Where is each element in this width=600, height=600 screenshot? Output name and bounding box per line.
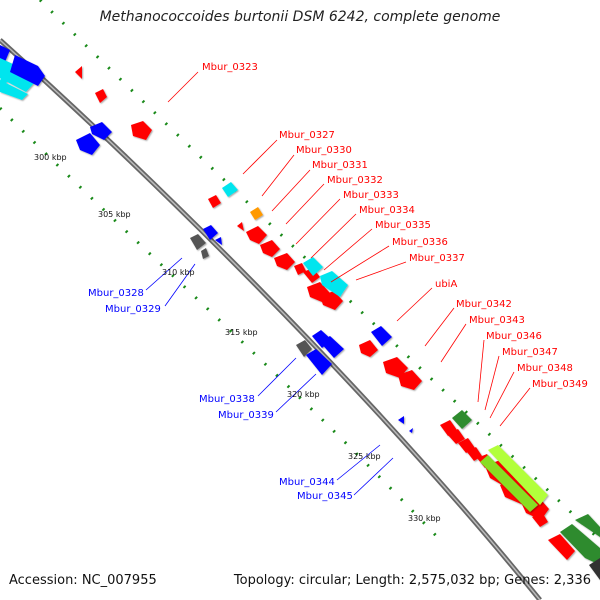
tick-labels: 300 kbp 305 kbp 310 kbp 315 kbp 320 kbp … xyxy=(34,153,441,523)
gene-label: Mbur_0335 xyxy=(375,220,431,231)
gene-labels-top: Mbur_0323 Mbur_0327 Mbur_0330 Mbur_0331 … xyxy=(202,62,588,390)
gene-label: Mbur_0334 xyxy=(359,205,415,216)
gene-label: Mbur_0345 xyxy=(297,491,353,502)
gene-label: Mbur_0333 xyxy=(343,190,399,201)
gene-label: Mbur_0343 xyxy=(469,315,525,326)
genes-forward-0323 xyxy=(75,66,152,140)
tick-310: 310 kbp xyxy=(162,268,195,277)
outer-dotted-track xyxy=(38,0,600,542)
gene-label: Mbur_0346 xyxy=(486,331,542,342)
gene-label: Mbur_0347 xyxy=(502,347,558,358)
gene-label: Mbur_0329 xyxy=(105,304,161,315)
tick-330: 330 kbp xyxy=(408,514,441,523)
gene-label: Mbur_0349 xyxy=(532,379,588,390)
accession-text: Accession: NC_007955 xyxy=(9,573,157,588)
genome-backbone xyxy=(0,38,542,600)
gene-label: Mbur_0330 xyxy=(296,145,352,156)
inner-dotted-track xyxy=(0,106,442,542)
genes-310k xyxy=(190,225,222,259)
gene-label: Mbur_0331 xyxy=(312,160,368,171)
genes-reverse-300k xyxy=(76,122,112,155)
gene-label: Mbur_0328 xyxy=(88,288,144,299)
tick-305: 305 kbp xyxy=(98,210,131,219)
gene-cluster-topleft xyxy=(0,45,45,100)
tick-320: 320 kbp xyxy=(287,390,320,399)
leader-lines-top xyxy=(167,71,531,427)
topology-text: Topology: circular; Length: 2,575,032 bp… xyxy=(233,573,591,588)
gene-label: Mbur_0338 xyxy=(199,394,255,405)
tick-300: 300 kbp xyxy=(34,153,67,162)
gene-label: Mbur_0337 xyxy=(409,253,465,264)
gene-label: Mbur_0327 xyxy=(279,130,335,141)
gene-label: Mbur_0332 xyxy=(327,175,383,186)
gene-label: Mbur_0339 xyxy=(218,410,274,421)
genes-forward-0331-0337 xyxy=(246,226,348,310)
tick-315: 315 kbp xyxy=(225,328,258,337)
genes-green-330k xyxy=(480,445,600,580)
gene-labels-bottom: Mbur_0328 Mbur_0329 Mbur_0338 Mbur_0339 … xyxy=(88,288,353,502)
genes-325k xyxy=(398,410,549,527)
genes-reverse-315k xyxy=(296,326,392,375)
gene-label: Mbur_0344 xyxy=(279,477,335,488)
leader-lines-bottom xyxy=(145,257,394,496)
gene-label: Mbur_0348 xyxy=(517,363,573,374)
tick-325: 325 kbp xyxy=(348,452,381,461)
genes-forward-ubiA xyxy=(383,357,422,390)
gene-label: ubiA xyxy=(435,279,457,290)
genome-title: Methanococcoides burtonii DSM 6242, comp… xyxy=(99,9,501,25)
genes-305k xyxy=(208,182,263,231)
gene-label: Mbur_0342 xyxy=(456,299,512,310)
gene-label: Mbur_0323 xyxy=(202,62,258,73)
gene-label: Mbur_0336 xyxy=(392,237,448,248)
